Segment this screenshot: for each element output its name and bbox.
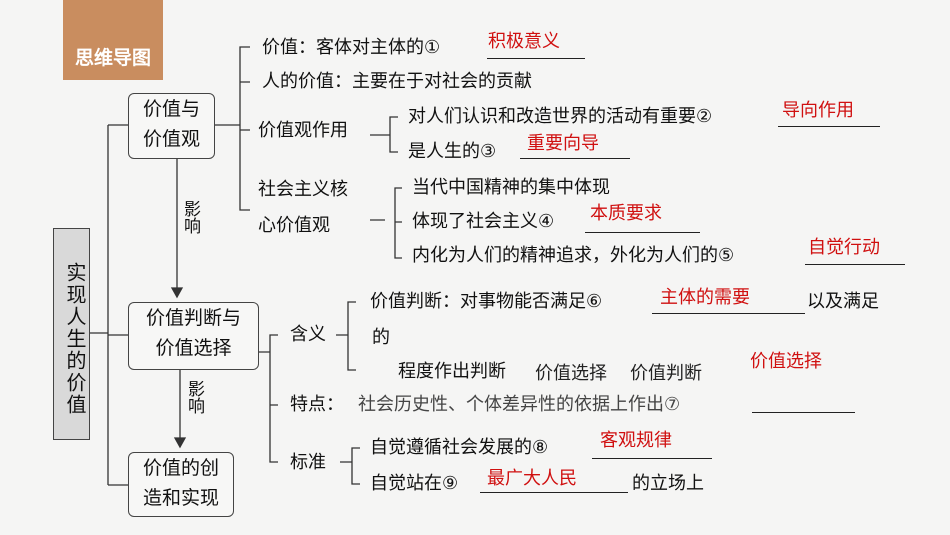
answer-2: 导向作用	[782, 100, 854, 121]
blank-6	[652, 313, 805, 314]
core-values-label: 社会主义核	[258, 179, 348, 200]
answer-1: 积极意义	[488, 31, 560, 52]
answer-9: 最广大人民	[487, 468, 577, 489]
feature-overlay: 价值判断	[630, 363, 702, 384]
node-line: 造和实现	[142, 487, 219, 509]
meaning-3: 程度作出判断	[398, 361, 506, 382]
node-line: 价值观	[142, 128, 200, 150]
blank-4	[585, 232, 700, 233]
blank-9	[480, 492, 628, 493]
node-line: 价值的创	[142, 457, 219, 479]
role-life: 是人生的③	[408, 141, 497, 162]
node-value-and-values: 价值与 价值观	[128, 93, 215, 159]
meaning-1-tail: 以及满足	[807, 291, 879, 312]
blank-5	[805, 264, 905, 265]
blank-2	[778, 126, 880, 127]
core-2: 体现了社会主义④	[412, 211, 555, 232]
arrow-label-influence: 影响	[184, 380, 204, 414]
person-value: 人的价值：主要在于对社会的贡献	[262, 71, 532, 92]
answer-4: 本质要求	[590, 203, 662, 224]
core-values-label: 心价值观	[258, 215, 330, 236]
meaning-label: 含义	[290, 324, 326, 345]
values-role-label: 价值观作用	[258, 120, 348, 141]
blank-7	[752, 412, 855, 413]
node-line: 价值判断与	[145, 307, 241, 329]
node-judgment-and-choice: 价值判断与 价值选择	[128, 302, 259, 370]
answer-6: 主体的需要	[660, 287, 750, 308]
answer-8: 客观规律	[600, 430, 672, 451]
value-definition: 价值：客体对主体的①	[262, 37, 441, 58]
mind-map-badge: 思维导图	[63, 0, 163, 80]
feature-overlay: 价值选择	[535, 363, 607, 384]
blank-1	[487, 58, 585, 59]
answer-3: 重要向导	[527, 133, 599, 154]
standard-2-tail: 的立场上	[632, 473, 704, 494]
answer-5: 自觉行动	[808, 237, 880, 258]
meaning-1: 价值判断：对事物能否满足⑥	[370, 291, 603, 312]
arrow-label-influence: 影响	[180, 200, 200, 234]
node-line: 价值选择	[155, 337, 232, 359]
role-guide: 对人们认识和改造世界的活动有重要②	[408, 106, 713, 127]
blank-8	[592, 458, 712, 459]
meaning-2: 的	[372, 327, 390, 348]
node-create-and-realize: 价值的创 造和实现	[128, 452, 234, 517]
root-node: 实现人生的价值	[53, 228, 90, 440]
standard-2: 自觉站在⑨	[370, 473, 459, 494]
core-1: 当代中国精神的集中体现	[412, 177, 610, 198]
standard-label: 标准	[290, 452, 326, 473]
core-3: 内化为人们的精神追求，外化为人们的⑤	[412, 245, 735, 266]
node-line: 价值与	[142, 98, 200, 120]
floating-answer-choice: 价值选择	[750, 351, 822, 372]
feature-text: 社会历史性、个体差异性的依据上作出⑦	[358, 394, 681, 415]
blank-3	[520, 158, 630, 159]
feature-label: 特点：	[290, 394, 344, 415]
standard-1: 自觉遵循社会发展的⑧	[370, 437, 549, 458]
